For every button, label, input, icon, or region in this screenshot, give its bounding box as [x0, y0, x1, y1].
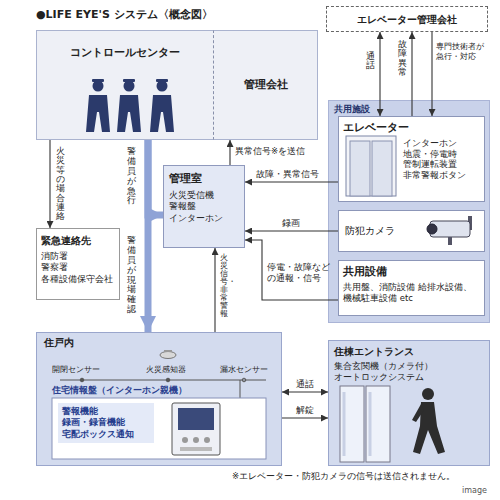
thick-arrow [145, 140, 152, 332]
signal-arrow [245, 240, 338, 300]
node-heading: コントロールセンター [37, 45, 213, 60]
dashed-company-box: エレベーター管理会社 [326, 6, 488, 32]
node-body: 火災受信機 警報盤 インターホン [169, 190, 239, 224]
node-heading: 緊急連絡先 [41, 234, 115, 248]
entrance-box: 住棟エントランス集合玄関機（カメラ付） オートロックシステム [328, 340, 490, 466]
signal-arrow [214, 248, 215, 332]
office-box: 管理室火災受信機 警報盤 インターホン [163, 165, 245, 248]
edge-label: 火災信号・非常警報 [220, 254, 228, 318]
signal-arrow [49, 140, 50, 228]
control-center-box: コントロールセンター [36, 30, 213, 140]
entrance-door [340, 386, 390, 462]
node-heading: 防犯カメラ [345, 225, 478, 238]
diagram-title: ●LIFE EYE'S システム〈概念図〉 [36, 7, 213, 22]
edge-label: 停電・故障などの通報・信号 [267, 262, 337, 284]
node-heading: 管理室 [169, 172, 239, 186]
node-heading: 住戸内 [44, 336, 274, 350]
node-body: 警報機能 録画・録音機能 宅配ボックス通知 [58, 403, 154, 443]
edge-label: 通話 [366, 52, 375, 71]
note-text: ※エレベーター・防犯カメラの信号は送信されません。 [232, 471, 455, 483]
node-body: 共用盤、消防設備 給排水設備、機械駐車設備 etc [343, 282, 480, 304]
edge-label: 専門技術者が急行・対応 [436, 42, 490, 63]
walking-person [412, 388, 445, 454]
signal-arrow [411, 32, 412, 116]
sensor-label: 開閉センサー [52, 364, 100, 375]
signal-arrow [245, 230, 338, 231]
sensor-label: 漏水センサー [220, 364, 268, 375]
edge-label: 警備員が急行 [127, 147, 136, 206]
camera-icon [427, 216, 472, 245]
home-panel-box: 住宅情報盤（インターホン親機） 警報機能 録画・録音機能 宅配ボックス通知 [48, 384, 274, 462]
signal-arrow [282, 417, 328, 418]
edge-label: 通話 [296, 379, 314, 391]
node-heading: エレベーター管理会社 [327, 13, 487, 27]
node-heading: 共用施設 [334, 103, 484, 116]
elevator-door [346, 136, 396, 196]
signal-arrow [245, 181, 338, 182]
node-heading: エレベーター [343, 120, 480, 135]
watermark: image [462, 486, 487, 495]
node-body: 集合玄関機（カメラ付） オートロックシステム [334, 361, 484, 383]
edge-label: 警備員が現場確認 [127, 236, 136, 315]
intercom-panel [52, 398, 266, 459]
signal-arrow [282, 391, 328, 392]
edge-label: 異常信号※を送信 [235, 146, 305, 158]
smoke-detector-icon [160, 350, 176, 359]
edge-label: 火災等の場合連絡 [56, 147, 65, 222]
signal-arrow [379, 32, 380, 116]
signal-arrow [229, 140, 230, 165]
edge-label: 録画 [282, 218, 300, 230]
common-equipment-box: 共用設備共用盤、消防設備 給排水設備、機械駐車設備 etc [338, 260, 485, 316]
shared-facility-panel: 共用施設エレベーターインターホン 地震・停電時 管制運転装置 非常警報ボタン防犯… [328, 100, 490, 323]
thick-arrow [148, 140, 163, 215]
edge-label: 故障異常 [398, 40, 407, 77]
node-body: 消防署 警察署 各種設備保守会社 [41, 251, 115, 285]
signal-arrow [431, 32, 432, 116]
camera-box: 防犯カメラ [338, 210, 485, 252]
node-heading: 管理会社 [214, 77, 317, 92]
edge-label: 解錠 [296, 405, 314, 417]
guard-figures [86, 79, 174, 132]
emergency-box: 緊急連絡先消防署 警察署 各種設備保守会社 [36, 228, 120, 300]
dwelling-panel: 住戸内住宅情報盤（インターホン親機） 警報機能 録画・録音機能 宅配ボックス通知 [36, 332, 282, 466]
node-heading: 共用設備 [343, 264, 480, 279]
company-box: 管理会社 [213, 30, 318, 140]
sensor-wire [60, 378, 266, 398]
node-heading: 住棟エントランス [334, 345, 484, 359]
edge-label: 故障・異常信号 [256, 169, 319, 181]
node-body: インターホン 地震・停電時 管制運転装置 非常警報ボタン [403, 138, 480, 181]
node-heading: 住宅情報盤（インターホン親機） [52, 384, 270, 397]
elevator-box: エレベーターインターホン 地震・停電時 管制運転装置 非常警報ボタン [338, 116, 485, 202]
sensor-label: 火災感知器 [146, 364, 186, 375]
